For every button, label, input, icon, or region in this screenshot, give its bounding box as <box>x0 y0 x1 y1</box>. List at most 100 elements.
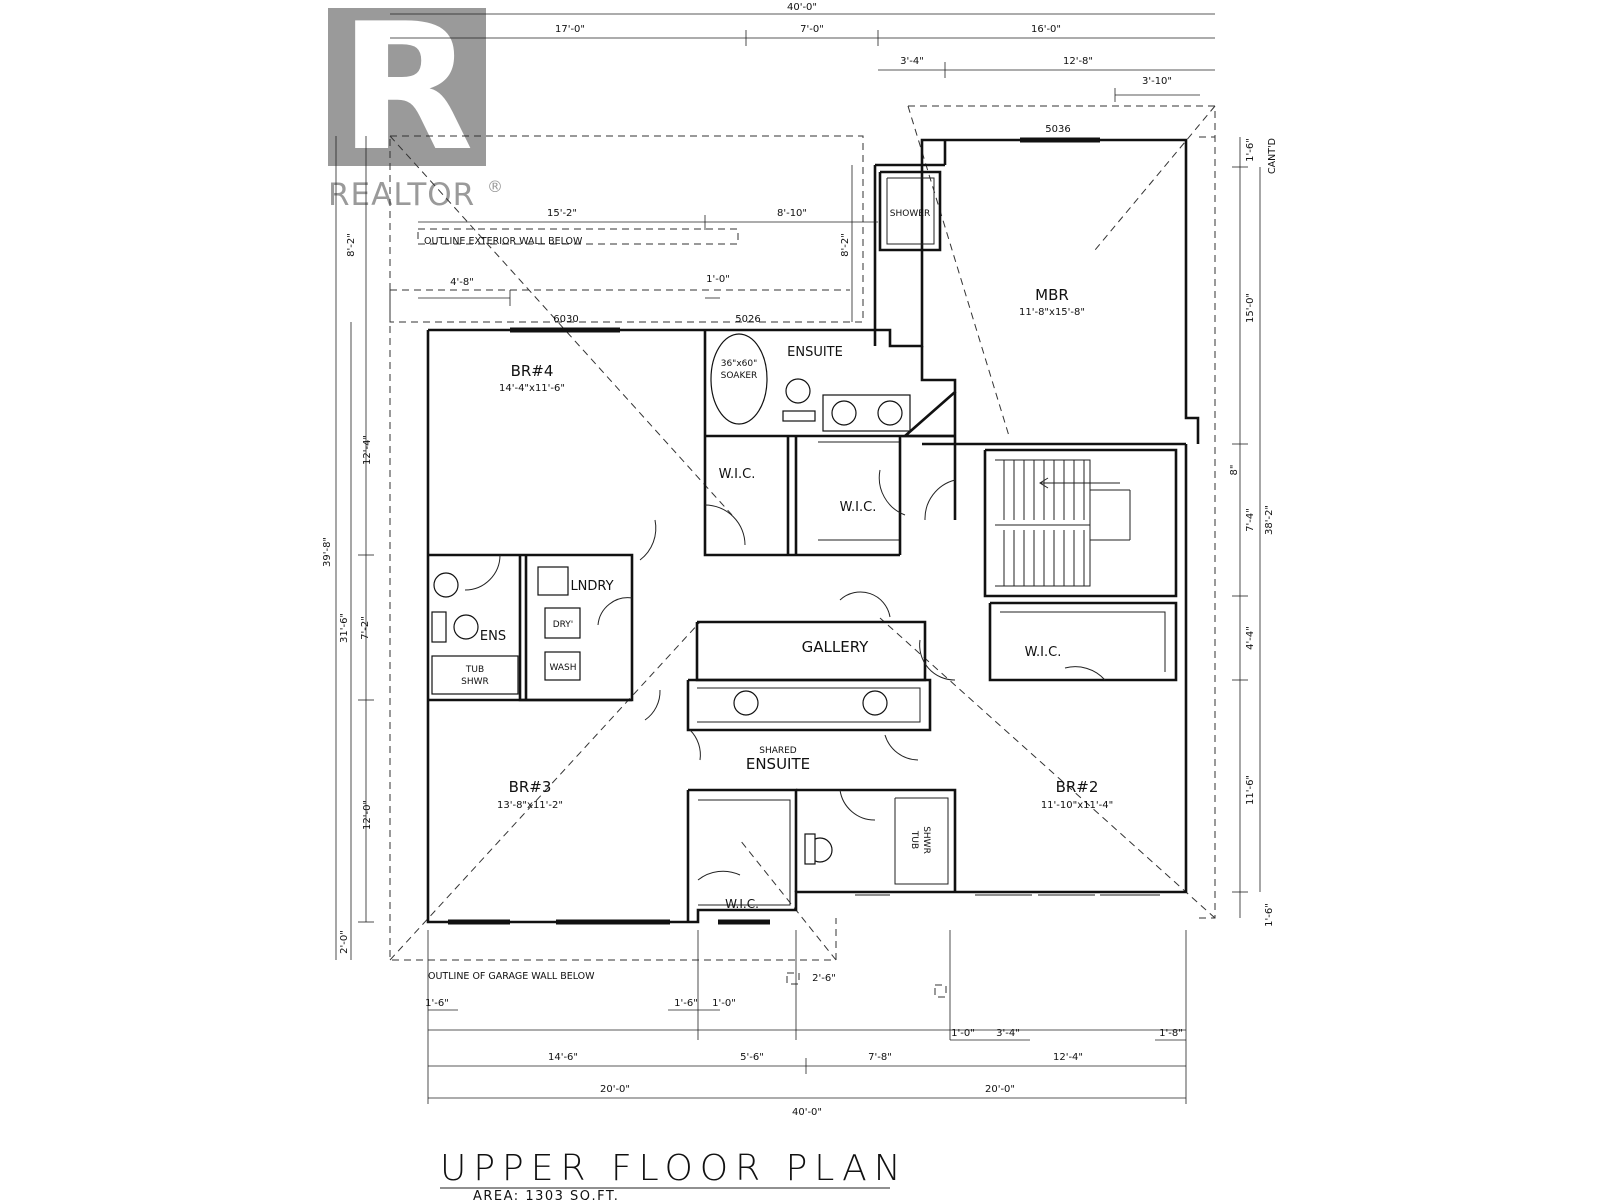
note-cantilever: CANT'D <box>1267 138 1278 174</box>
realtor-logo-text: REALTOR <box>328 177 475 213</box>
tub-label: TUB <box>909 830 919 849</box>
dim-label: 8'-2" <box>346 233 357 257</box>
dim-label: 2'-0" <box>339 930 350 954</box>
outline-lines <box>389 105 1216 998</box>
dim-label: 15'-2" <box>547 208 577 219</box>
dim-label: 40'-0" <box>792 1107 822 1118</box>
note-garage-wall: OUTLINE OF GARAGE WALL BELOW <box>428 971 595 982</box>
dim-label: 20'-0" <box>600 1084 630 1095</box>
dim-label: 8" <box>1229 465 1240 476</box>
dim-label: 1'-8" <box>1159 1028 1183 1039</box>
window-6030-label: 6030 <box>553 314 578 325</box>
dim-label: 17'-0" <box>555 24 585 35</box>
room-br4-name: BR#4 <box>511 362 554 380</box>
dim-label: 1'-6" <box>1245 138 1256 162</box>
laundry-sink-icon <box>537 566 569 596</box>
room-br2-name: BR#2 <box>1056 778 1099 796</box>
soaker-size-label: 36"x60" <box>721 359 758 369</box>
plan-notes: OUTLINE EXTERIOR WALL BELOW OUTLINE OF G… <box>424 124 1278 982</box>
dim-label: 1'-6" <box>674 998 698 1009</box>
dim-label: 1'-0" <box>706 274 730 285</box>
room-laundry-label: LNDRY <box>570 579 613 594</box>
dim-label: 8'-10" <box>777 208 807 219</box>
room-shared-ensuite-label: ENSUITE <box>746 755 810 773</box>
dim-label: 7'-2" <box>360 616 371 640</box>
dim-label: 14'-6" <box>548 1052 578 1063</box>
room-mbr-name: MBR <box>1035 286 1069 304</box>
dryer-label: DRY' <box>553 620 574 630</box>
shwr-label: SHWR <box>921 826 931 854</box>
dim-label: 4'-8" <box>450 277 474 288</box>
dim-label: 12'-8" <box>1063 56 1093 67</box>
dim-label: 20'-0" <box>985 1084 1015 1095</box>
washer-label: WASH <box>549 663 576 673</box>
dim-label: 1'-0" <box>951 1028 975 1039</box>
interior-walls <box>428 137 1186 925</box>
realtor-registered-symbol: ® <box>487 177 504 196</box>
dim-label: 15'-0" <box>1245 293 1256 323</box>
toilet-icon <box>785 378 811 404</box>
toilet-icon <box>453 614 479 640</box>
dim-label: 12'-0" <box>362 800 373 830</box>
washer-icon <box>544 651 581 681</box>
shwr-label: SHWR <box>461 677 489 687</box>
note-exterior-wall: OUTLINE EXTERIOR WALL BELOW <box>424 236 583 247</box>
realtor-logo-mark: R <box>339 0 475 190</box>
tub-label: TUB <box>465 665 484 675</box>
dim-label: 31'-6" <box>339 613 350 643</box>
soaker-label: SOAKER <box>721 371 758 381</box>
dim-label: 12'-4" <box>362 435 373 465</box>
soaker-tub-icon <box>710 333 768 425</box>
dimension-lines <box>335 13 1261 1104</box>
room-shared-ensuite-prefix: SHARED <box>759 746 797 756</box>
room-wic-label: W.I.C. <box>840 500 877 515</box>
dim-label: 38'-2" <box>1264 505 1275 535</box>
dimension-labels: 40'-0" 17'-0" 7'-0" 16'-0" 3'-4" 12'-8" … <box>322 2 1275 1118</box>
room-ens-label: ENS <box>480 629 506 644</box>
dim-label: 12'-4" <box>1053 1052 1083 1063</box>
plan-title: UPPER FLOOR PLAN <box>440 1148 908 1189</box>
dim-label: 1'-6" <box>1264 903 1275 927</box>
room-br3-size: 13'-8"x11'-2" <box>497 800 563 811</box>
door-swings <box>464 469 1106 881</box>
tub-icon <box>431 655 519 695</box>
dim-label: 5'-6" <box>740 1052 764 1063</box>
fixtures <box>431 333 911 865</box>
dim-label: 1'-6" <box>425 998 449 1009</box>
shower-label: SHOWER <box>890 209 930 219</box>
dim-label: 1'-0" <box>712 998 736 1009</box>
sink-icon <box>433 572 459 598</box>
room-wic-label: W.I.C. <box>719 467 756 482</box>
room-ensuite-label: ENSUITE <box>787 345 843 360</box>
dim-label: 2'-6" <box>812 973 836 984</box>
room-wic-label: W.I.C. <box>725 897 759 911</box>
sink-icon <box>831 400 857 426</box>
dim-label: 8'-2" <box>840 233 851 257</box>
room-br2-size: 11'-10"x11'-4" <box>1041 800 1113 811</box>
sink-icon <box>877 400 903 426</box>
room-wic-label: W.I.C. <box>1025 645 1062 660</box>
dim-label: 16'-0" <box>1031 24 1061 35</box>
dim-label: 3'-4" <box>900 56 924 67</box>
dim-label: 40'-0" <box>787 2 817 13</box>
dim-label: 4'-4" <box>1245 626 1256 650</box>
room-labels: MBR 11'-8"x15'-8" BR#4 14'-4"x11'-6" BR#… <box>480 286 1113 911</box>
room-br4-size: 14'-4"x11'-6" <box>499 383 565 394</box>
fixture-labels: SHOWER 36"x60" SOAKER TUB SHWR DRY' WASH… <box>461 209 931 854</box>
sink-icon <box>862 690 888 716</box>
dim-label: 7'-8" <box>868 1052 892 1063</box>
room-gallery-label: GALLERY <box>802 638 870 656</box>
sink-icon <box>733 690 759 716</box>
dim-label: 7'-0" <box>800 24 824 35</box>
dryer-icon <box>544 607 581 639</box>
room-br3-name: BR#3 <box>509 778 552 796</box>
dim-label: 11'-6" <box>1245 775 1256 805</box>
dim-label: 7'-4" <box>1245 508 1256 532</box>
plan-area: AREA: 1303 SQ.FT. <box>473 1189 619 1200</box>
stair-treads <box>995 460 1120 586</box>
window-5036-label: 5036 <box>1045 124 1070 135</box>
dim-label: 39'-8" <box>322 537 333 567</box>
room-mbr-size: 11'-8"x15'-8" <box>1019 307 1085 318</box>
dim-label: 3'-10" <box>1142 76 1172 87</box>
